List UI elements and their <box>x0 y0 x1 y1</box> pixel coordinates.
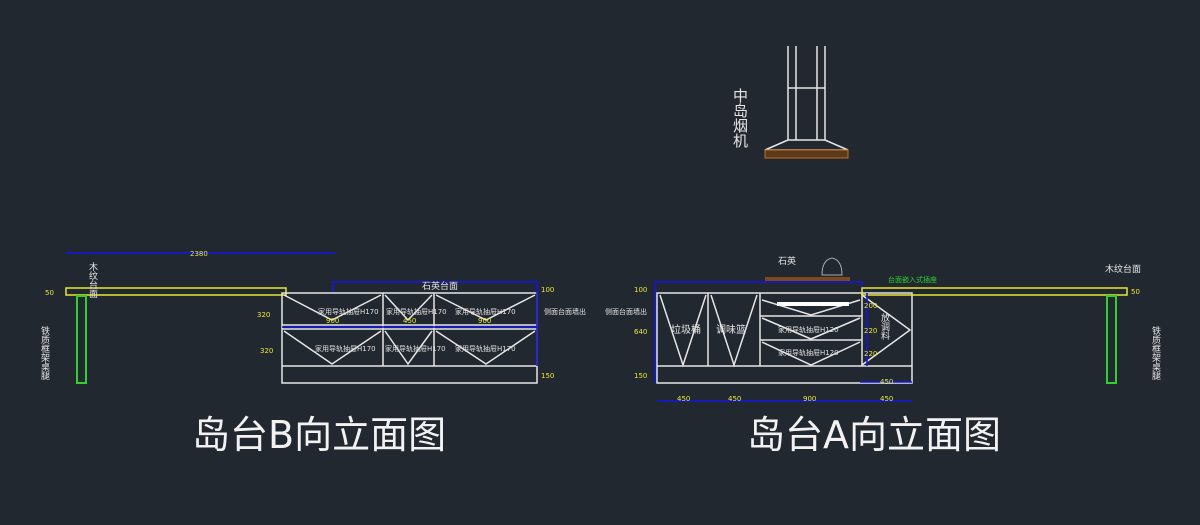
dim-a-top-thick: 50 <box>1131 288 1140 296</box>
trash-label: 垃圾桶 <box>671 323 701 336</box>
side-label: 侧面台面墙出 <box>544 307 586 316</box>
drawer-label-a: 家用导轨抽屉H120 <box>778 348 839 357</box>
dim-a1: 450 <box>677 395 690 403</box>
leg-label-a: 铁质框架桌腿 <box>1150 325 1161 381</box>
dim-w2: 450 <box>403 317 416 325</box>
wood-top-label-a: 木纹台面 <box>1105 263 1141 275</box>
dim-top: 50 <box>45 289 54 297</box>
dim-a4: 450 <box>880 395 893 403</box>
dim-stone: 100 <box>541 286 554 294</box>
dim-drawer2: 320 <box>260 347 273 355</box>
overall-dim: 2380 <box>190 250 208 258</box>
stone-label: 石英 <box>778 255 796 267</box>
dim-a-right: 450 <box>880 378 893 386</box>
drawer-label: 家用导轨抽屉H170 <box>386 307 447 316</box>
dim-a-r1: 200 <box>864 302 877 310</box>
dim-w1: 900 <box>326 317 339 325</box>
dim-drawer1: 320 <box>257 311 270 319</box>
view-a-title: 岛台A向立面图 <box>747 413 1001 457</box>
drawer-label: 家用导轨抽屉H170 <box>455 344 516 353</box>
spice-label: 调味篮 <box>716 323 746 336</box>
dim-a2: 450 <box>728 395 741 403</box>
drawer-label: 家用导轨抽屉H170 <box>385 344 446 353</box>
range-hood <box>764 46 849 159</box>
drawer-label: 家用导轨抽屉H170 <box>455 307 516 316</box>
stone-top-label: 石英台面 <box>422 280 458 292</box>
view-b-elevation: 2380 <box>65 250 538 384</box>
leg-label: 铁质框架桌腿 <box>39 325 50 381</box>
dim-a-r2: 220 <box>864 327 877 335</box>
socket-label: 台面嵌入式插座 <box>888 275 937 284</box>
dim-w3: 900 <box>478 317 491 325</box>
view-b-title: 岛台B向立面图 <box>192 413 446 457</box>
drawer-label-a: 家用导轨抽屉H120 <box>778 325 839 334</box>
side-label-a: 侧面台面墙出 <box>605 307 647 316</box>
view-a-elevation <box>654 257 1128 402</box>
drawer-label: 家用导轨抽屉H170 <box>318 307 379 316</box>
dim-a-plinth: 150 <box>634 372 647 380</box>
dim-a-r3: 220 <box>864 350 877 358</box>
dim-a-body: 640 <box>634 328 647 336</box>
dim-plinth: 150 <box>541 372 554 380</box>
dim-a3: 900 <box>803 395 816 403</box>
hood-label: 中岛烟机 <box>731 88 749 149</box>
dim-a-top: 100 <box>634 286 647 294</box>
wood-top-label: 木纹台面 <box>87 261 98 299</box>
drawer-label: 家用导轨抽屉H170 <box>315 344 376 353</box>
seasoning-label: 放调料 <box>879 312 890 341</box>
